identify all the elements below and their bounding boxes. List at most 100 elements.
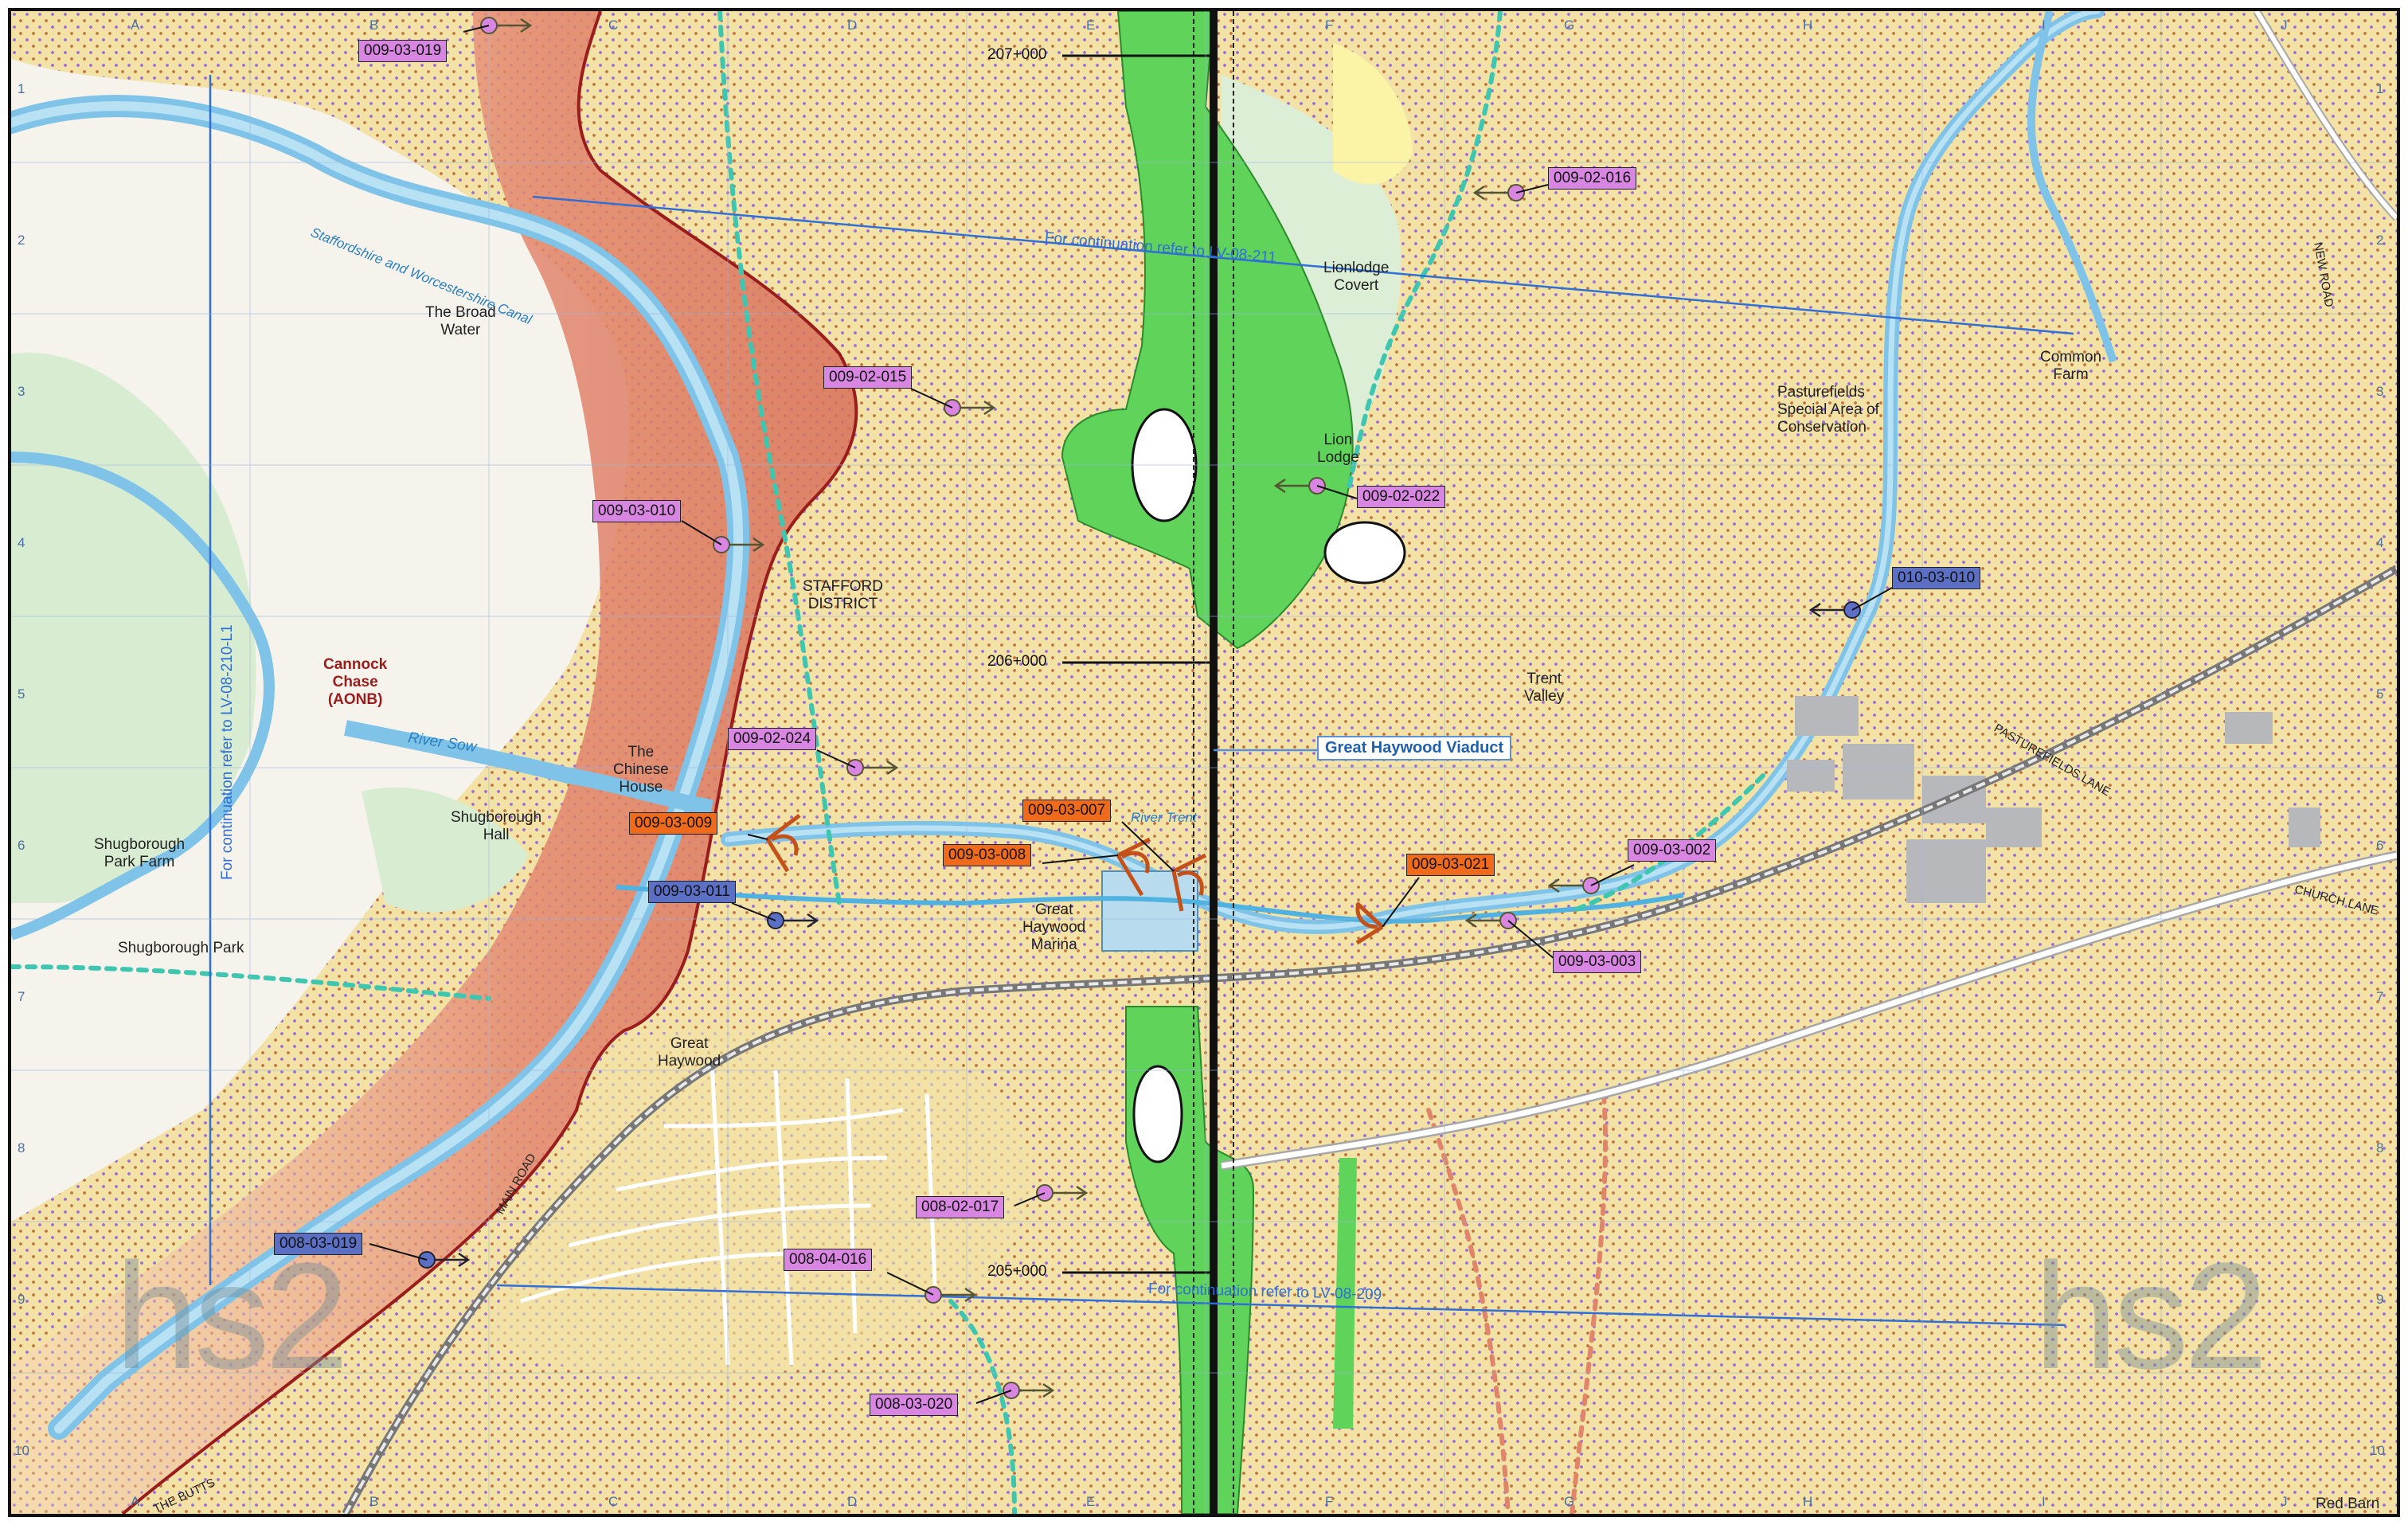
label-lionlodge-covert: Lionlodge Covert <box>1323 260 1390 294</box>
river-trent-inner <box>725 11 2101 930</box>
viewpoint-009-03-002[interactable]: 009-03-002 <box>1628 839 1717 862</box>
river-sow-west <box>11 452 275 940</box>
viewpoint-008-03-020[interactable]: 008-03-020 <box>870 1394 959 1416</box>
viewpoint-009-03-007[interactable]: 009-03-007 <box>1022 800 1112 822</box>
viewpoint-009-03-009[interactable]: 009-03-009 <box>629 812 718 835</box>
vp-marker-008-04-016 <box>924 1286 977 1304</box>
great-haywood-town <box>489 1030 1030 1381</box>
hs2-logo-watermark-left: hs2 <box>115 1232 349 1401</box>
viewpoint-009-03-011[interactable]: 009-03-011 <box>648 881 736 903</box>
railway-inner <box>344 567 2397 1514</box>
great-haywood-marina <box>1101 870 1198 952</box>
grid-lines <box>11 11 2397 1514</box>
chainage-206: 206+000 <box>987 653 1047 670</box>
woodland-west <box>11 352 256 904</box>
grid-number-3-left: 3 <box>18 384 25 399</box>
grid-letter-f-top: F <box>1325 18 1334 33</box>
grid-letter-a-bottom: A <box>131 1494 140 1509</box>
label-great-haywood-marina: Great Haywood Marina <box>1022 901 1086 953</box>
map-frame[interactable]: A B C D E F G H I J A B C D E F G H I J … <box>8 8 2400 1517</box>
vp-fan-009-03-007 <box>1171 853 1207 912</box>
aonb-boundary <box>121 11 858 1514</box>
viewpoint-009-03-021[interactable]: 009-03-021 <box>1406 854 1495 876</box>
aonb-area[interactable] <box>11 11 857 1514</box>
viewpoint-009-02-022[interactable]: 009-02-022 <box>1357 486 1446 508</box>
town-streets <box>520 1062 937 1366</box>
grid-number-1-left: 1 <box>18 81 25 96</box>
label-trent-valley: Trent Valley <box>1524 671 1565 705</box>
label-lion-lodge: Lion Lodge <box>1317 432 1359 466</box>
map-canvas[interactable] <box>11 11 2397 1514</box>
balancing-pond-2 <box>1323 521 1406 585</box>
vp-fan-009-03-021 <box>1355 901 1384 945</box>
viewpoint-008-03-019[interactable]: 008-03-019 <box>274 1233 363 1255</box>
viewpoint-008-04-016[interactable]: 008-04-016 <box>784 1249 873 1271</box>
label-shugborough-park: Shugborough Park <box>118 940 244 956</box>
viewpoint-008-02-017[interactable]: 008-02-017 <box>916 1196 1005 1218</box>
label-great-haywood: Great Haywood <box>658 1035 721 1069</box>
grid-letter-e-bottom: E <box>1086 1494 1096 1509</box>
grid-letter-b-bottom: B <box>369 1494 379 1509</box>
grid-number-9-left: 9 <box>18 1292 25 1307</box>
grid-number-3-right: 3 <box>2376 384 2384 399</box>
grid-letter-j-bottom: J <box>2281 1494 2288 1509</box>
grid-number-4-left: 4 <box>18 535 25 550</box>
grid-letter-c-top: C <box>608 18 619 33</box>
grid-number-5-right: 5 <box>2376 686 2384 702</box>
label-common-farm: Common Farm <box>2040 349 2102 383</box>
grid-number-6-right: 6 <box>2376 838 2384 853</box>
grid-letter-g-bottom: G <box>1564 1494 1575 1509</box>
grid-letter-c-bottom: C <box>608 1494 619 1509</box>
grid-number-4-right: 4 <box>2376 535 2384 550</box>
label-pasturefields: Pasturefields Special Area of Conservati… <box>1777 384 1879 436</box>
parkland-west <box>11 59 630 1222</box>
grid-letter-d-top: D <box>847 18 858 33</box>
grid-letter-j-top: J <box>2281 18 2288 33</box>
label-shugborough-hall: Shugborough Hall <box>451 809 542 843</box>
grid-number-8-left: 8 <box>18 1140 25 1155</box>
continuation-211-line <box>532 195 2074 335</box>
grid-number-2-right: 2 <box>2376 233 2384 248</box>
grid-letter-i-top: I <box>2042 18 2046 33</box>
roads <box>1221 11 2397 1171</box>
grid-number-9-right: 9 <box>2376 1292 2384 1307</box>
grid-number-10-right: 10 <box>2370 1443 2385 1458</box>
grid-letter-h-top: H <box>1803 18 1813 33</box>
continuation-lv-08-210-l1[interactable]: For continuation refer to LV-08-210-L1 <box>219 624 236 880</box>
label-chinese-house: The Chinese House <box>613 744 669 796</box>
vp-fan-009-03-008 <box>1116 837 1151 897</box>
hs2-logo-watermark-right: hs2 <box>2034 1232 2268 1401</box>
viewpoint-markers <box>418 17 1861 1399</box>
grid-letter-f-bottom: F <box>1325 1494 1334 1509</box>
label-broad-water: The Broad Water <box>425 304 496 338</box>
viewpoint-009-02-024[interactable]: 009-02-024 <box>728 728 817 750</box>
viewpoint-009-02-015[interactable]: 009-02-015 <box>823 366 913 389</box>
grid-letter-b-top: B <box>369 18 379 33</box>
viewpoint-009-03-019[interactable]: 009-03-019 <box>358 40 448 62</box>
industrial-buildings <box>1787 696 2320 903</box>
grid-number-5-left: 5 <box>18 686 25 702</box>
viewpoint-009-03-008[interactable]: 009-03-008 <box>943 844 1032 866</box>
vp-fan-009-03-009 <box>765 814 801 873</box>
hs2-landscape-strip <box>1333 1158 1357 1429</box>
continuation-209-line <box>496 1284 2066 1327</box>
label-leaders <box>369 25 1893 1404</box>
viewpoint-009-03-010[interactable]: 009-03-010 <box>592 500 682 522</box>
grid-number-6-left: 6 <box>18 838 25 853</box>
viewpoint-009-03-003[interactable]: 009-03-003 <box>1553 951 1642 973</box>
grid-number-10-left: 10 <box>14 1443 29 1458</box>
footpaths <box>11 11 1765 1514</box>
label-river-trent: River Trent <box>1131 810 1197 825</box>
grid-number-8-right: 8 <box>2376 1140 2384 1155</box>
grid-number-2-left: 2 <box>18 233 25 248</box>
grid-letter-h-bottom: H <box>1803 1494 1813 1509</box>
balancing-pond-3 <box>1132 1065 1183 1163</box>
viewpoint-010-03-010[interactable]: 010-03-010 <box>1892 567 1981 589</box>
label-stafford-district: STAFFORD DISTRICT <box>803 578 883 612</box>
grid-number-1-right: 1 <box>2376 81 2384 96</box>
great-haywood-viaduct-label[interactable]: Great Haywood Viaduct <box>1317 736 1512 761</box>
viewpoint-009-02-016[interactable]: 009-02-016 <box>1548 167 1637 190</box>
grid-letter-i-bottom: I <box>2042 1494 2046 1509</box>
river-branch-ne <box>2027 11 2117 363</box>
grid-number-7-right: 7 <box>2376 989 2384 1004</box>
